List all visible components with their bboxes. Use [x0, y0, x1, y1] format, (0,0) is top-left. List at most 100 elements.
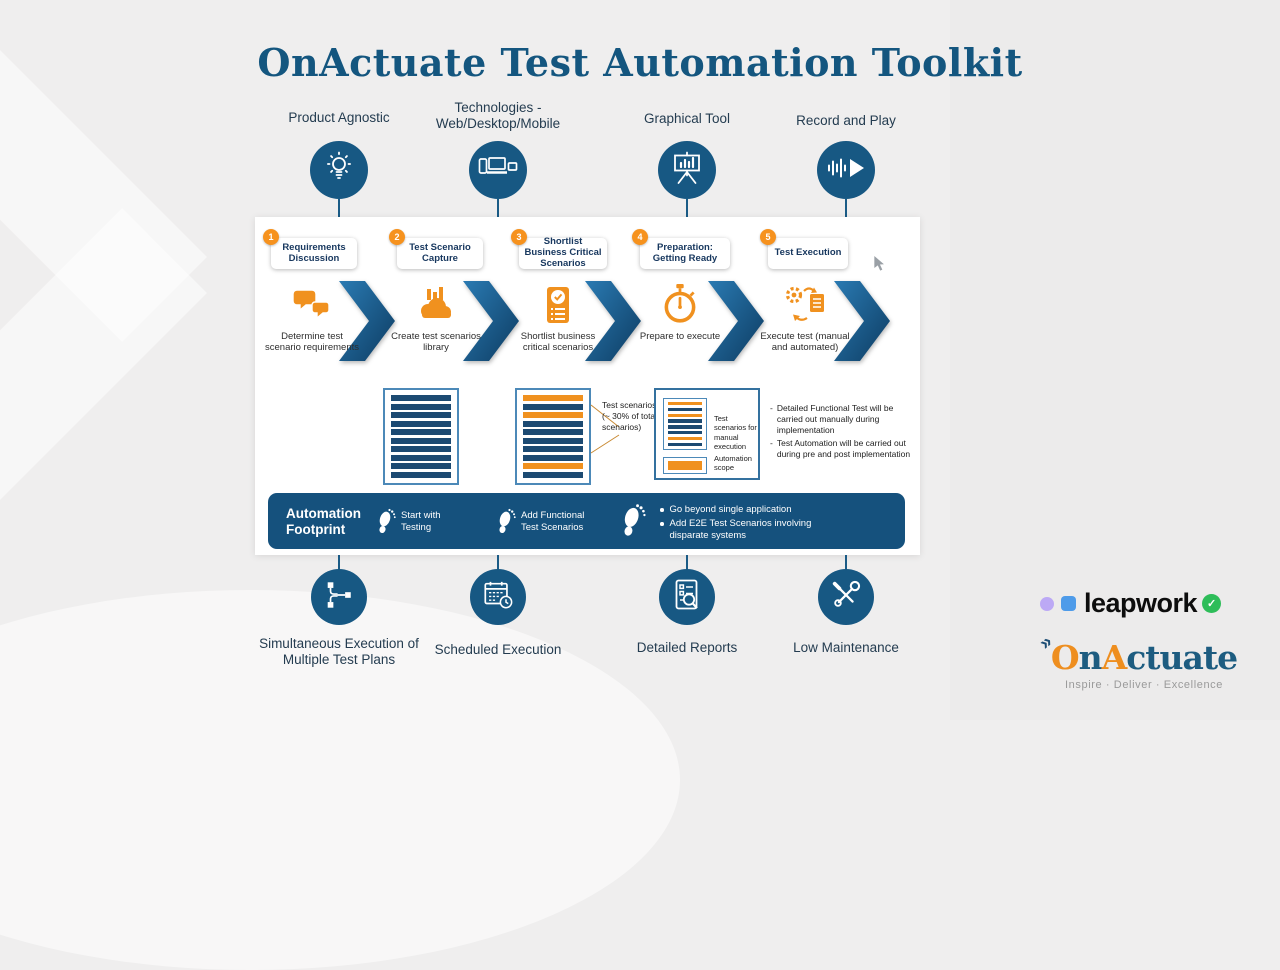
crossed-tools-icon: [830, 579, 862, 616]
scenario-stripe: [668, 419, 702, 423]
scenario-stripe: [523, 446, 583, 453]
flow-step: Determine test scenario requirements: [264, 281, 360, 354]
scenario-stripe: [668, 407, 702, 412]
scenario-stripe: [668, 425, 702, 429]
scenario-stripe: [391, 412, 451, 419]
automation-stripe: [523, 412, 583, 419]
chat-bubbles-icon: [291, 281, 333, 325]
note-item: Detailed Functional Test will be carried…: [770, 403, 916, 436]
feature-label-detailed-reports: Detailed Reports: [636, 640, 738, 655]
process-step-box: 2 Test Scenario Capture: [389, 229, 483, 269]
automation-stripe: [523, 395, 583, 401]
scenario-stripe: [523, 429, 583, 436]
bullet-dot-icon: [660, 508, 664, 512]
lightbulb-icon: [323, 151, 355, 190]
chevron-arrow: [339, 281, 395, 361]
annotation-pointer-lines: [590, 404, 620, 454]
bullet-dot-icon: [660, 522, 664, 526]
connector-line: [338, 198, 340, 217]
devices-icon: [477, 155, 519, 186]
scenario-stripe: [668, 431, 702, 435]
note-item: Test Automation will be carried out duri…: [770, 438, 916, 460]
scenario-stripe: [523, 437, 583, 444]
footprint-bullet-list: Go beyond single application Add E2E Tes…: [660, 504, 870, 544]
flow-step-label: Shortlist business critical scenarios: [520, 331, 596, 354]
shortlist-note: Test scenarios (~ 30% of total scenarios…: [602, 400, 658, 433]
onactuate-letter-n: n: [1078, 638, 1103, 677]
scenario-stripe: [391, 454, 451, 461]
flow-step-label: Determine test scenario requirements: [265, 331, 359, 354]
onactuate-letter-o: O: [1050, 638, 1080, 677]
chevron-arrow: [708, 281, 764, 361]
step-label: Test Execution: [774, 247, 842, 259]
feature-circle: [659, 569, 715, 625]
step-label: Shortlist Business Critical Scenarios: [524, 236, 602, 269]
shortlisted-scenarios-box: [515, 388, 591, 485]
feature-circle: [658, 141, 716, 199]
diagram-panel: 1 Requirements Discussion 2 Test Scenari…: [255, 217, 920, 555]
connector-line: [497, 198, 499, 217]
process-step-box: 4 Preparation: Getting Ready: [632, 229, 730, 269]
automation-stripe: [668, 402, 702, 406]
execution-legend-box: Test scenarios for manual execution Auto…: [654, 388, 760, 480]
cloud-library-icon: [416, 281, 456, 325]
scenario-stripe: [523, 471, 583, 478]
connector-line: [686, 198, 688, 217]
connector-line: [686, 555, 688, 570]
stopwatch-icon: [661, 281, 699, 325]
scenario-stripe: [391, 429, 451, 436]
presentation-chart-icon: [671, 151, 703, 190]
onactuate-tagline: Inspire · Deliver · Excellence: [1065, 678, 1223, 691]
background-chevron-band: [0, 208, 207, 590]
scenario-stripe: [391, 395, 451, 401]
waveform-play-icon: [826, 154, 866, 187]
process-step-box: 3 Shortlist Business Critical Scenarios: [511, 229, 607, 269]
connector-line: [845, 555, 847, 570]
process-step-box: 5 Test Execution: [760, 229, 848, 269]
feature-label-graphical-tool: Graphical Tool: [643, 111, 731, 126]
scenario-stripe: [391, 463, 451, 470]
step-label: Test Scenario Capture: [409, 241, 471, 264]
feature-label-low-maintenance: Low Maintenance: [793, 640, 899, 655]
scenario-stripe: [523, 403, 583, 410]
manual-execution-label: Test scenarios for manual execution: [714, 414, 757, 452]
flow-step-label: Create test scenarios library: [391, 331, 481, 354]
onactuate-wordmark: »OnActuate: [1035, 631, 1244, 677]
scenario-stripe: [391, 403, 451, 410]
footprint-bullet: Go beyond single application: [660, 504, 870, 515]
step-number-badge: 4: [632, 229, 648, 245]
step-label: Preparation: Getting Ready: [652, 241, 718, 264]
gear-document-icon: [783, 281, 827, 325]
connector-line: [338, 555, 340, 570]
feature-circle: [818, 569, 874, 625]
flow-step: Execute test (manual and automated): [757, 281, 853, 354]
leapwork-check-icon: ✓: [1202, 594, 1222, 613]
flow-step-label: Prepare to execute: [639, 331, 721, 342]
connector-line: [497, 555, 499, 570]
footprint-icon: [376, 507, 396, 540]
process-step-box: 1 Requirements Discussion: [263, 229, 357, 269]
feature-circle: [817, 141, 875, 199]
scenario-stripe: [523, 420, 583, 427]
chevron-arrow: [834, 281, 890, 361]
footprint-icon: [496, 507, 516, 540]
feature-label-record-and-play: Record and Play: [796, 113, 896, 128]
feature-circle: [311, 569, 367, 625]
page-title: OnActuate Test Automation Toolkit: [257, 40, 1023, 85]
feature-circle: [470, 569, 526, 625]
feature-label-product-agnostic: Product Agnostic: [288, 110, 390, 125]
flow-step: Prepare to execute: [632, 281, 728, 342]
scenario-stripe: [391, 437, 451, 444]
checklist-icon: [543, 281, 573, 325]
step-number-badge: 3: [511, 229, 527, 245]
scenario-stripe: [391, 446, 451, 453]
footprint-step-label: Add Functional Test Scenarios: [521, 510, 585, 533]
flow-step: Create test scenarios library: [388, 281, 484, 354]
feature-label-simultaneous-execution: Simultaneous Execution of Multiple Test …: [259, 636, 419, 668]
leapwork-purple-dot-icon: [1040, 596, 1054, 611]
leapwork-blue-square-icon: [1061, 596, 1076, 611]
footprint-bullet: Add E2E Test Scenarios involving dispara…: [660, 518, 870, 541]
calendar-clock-icon: [482, 579, 514, 616]
leapwork-wordmark: leapwork: [1084, 588, 1198, 618]
scenario-stripe: [668, 442, 702, 446]
